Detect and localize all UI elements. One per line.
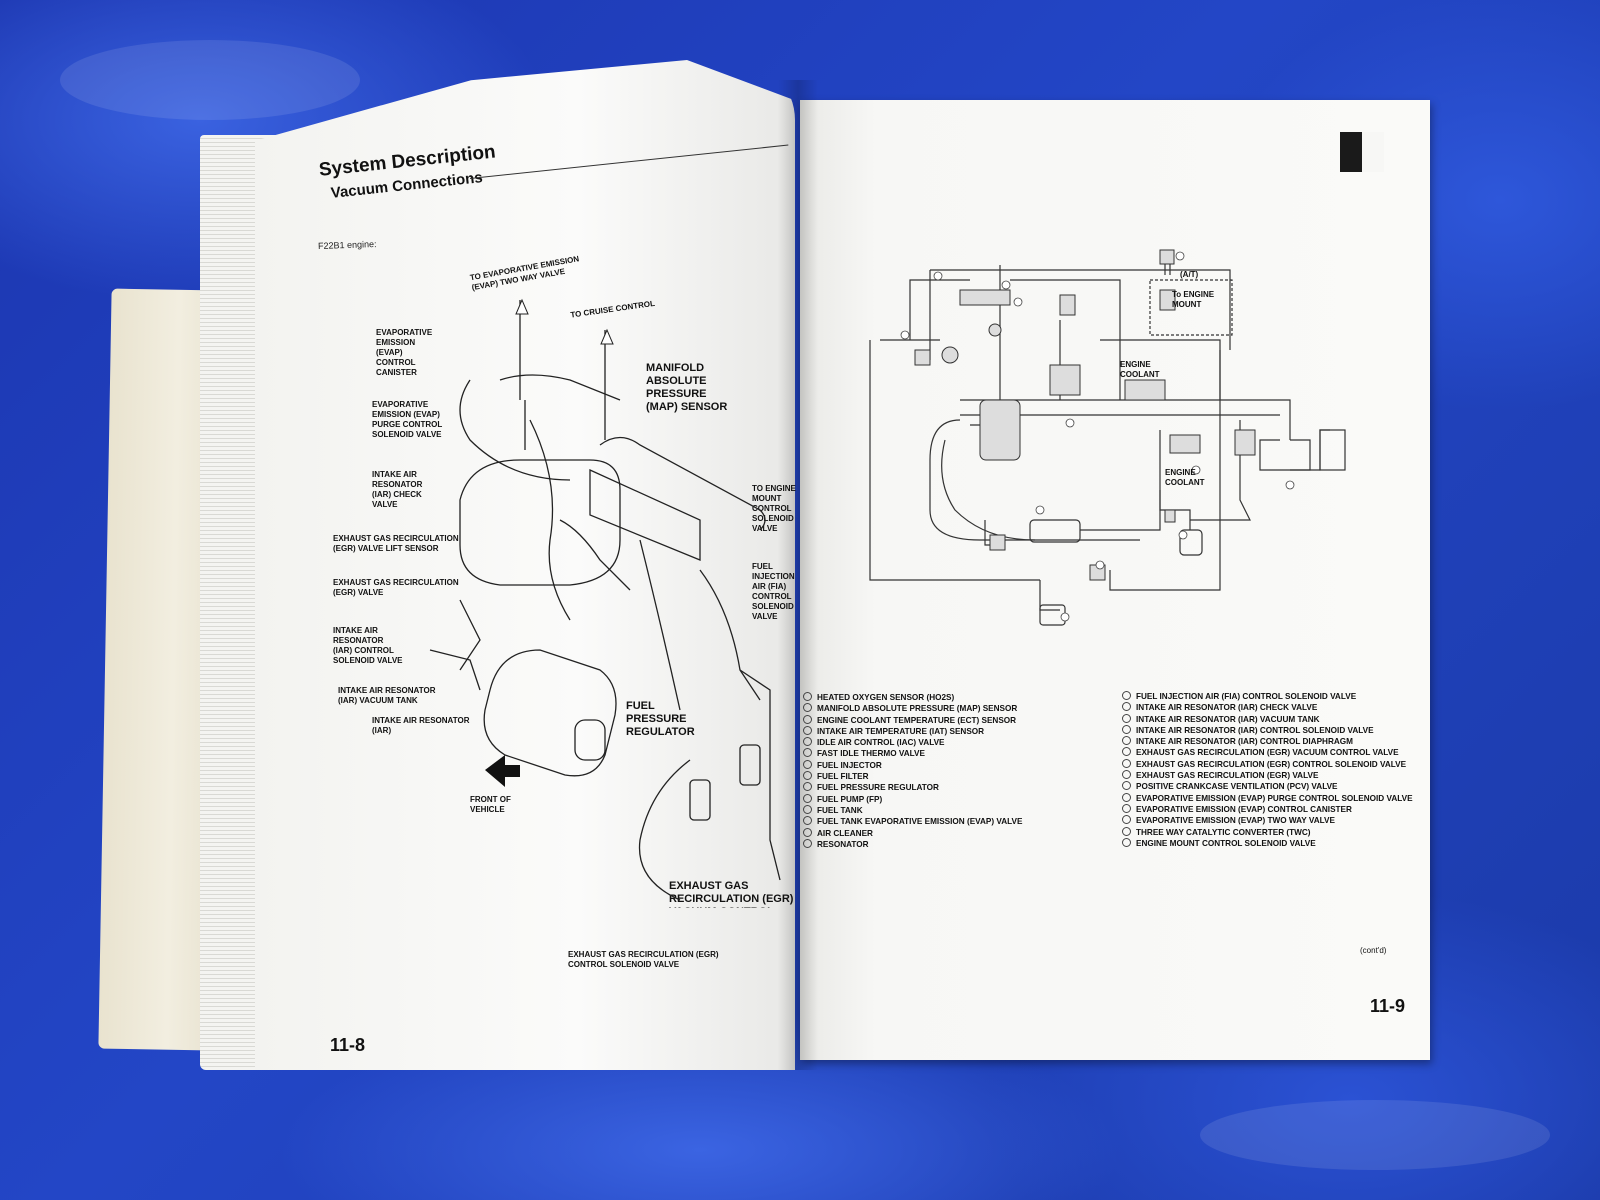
label-fia: FUEL INJECTION AIR (FIA) CONTROL SOLENOI…	[752, 562, 795, 621]
page-number-left: 11-8	[330, 1035, 366, 1055]
legend-item: ENGINE COOLANT TEMPERATURE (ECT) SENSOR	[803, 715, 1103, 726]
label-iar-tank: INTAKE AIR RESONATOR (IAR) VACUUM TANK	[338, 686, 436, 705]
legend-item: FUEL FILTER	[803, 771, 1103, 782]
diagram-label-engine-coolant-2: ENGINE COOLANT	[1165, 468, 1205, 487]
label-iar: INTAKE AIR RESONATOR (IAR)	[372, 716, 470, 735]
legend-item: INTAKE AIR RESONATOR (IAR) VACUUM TANK	[1122, 714, 1422, 725]
label-map-sensor: MANIFOLD ABSOLUTE PRESSURE (MAP) SENSOR	[646, 362, 728, 413]
legend-item: FUEL TANK	[803, 805, 1103, 816]
legend-item: IDLE AIR CONTROL (IAC) VALVE	[803, 737, 1103, 748]
legend-item: FUEL INJECTOR	[803, 760, 1103, 771]
diagram-label-engine-coolant-1: ENGINE COOLANT	[1120, 360, 1160, 379]
legend-item: AIR CLEANER	[803, 828, 1103, 839]
legend-item: EXHAUST GAS RECIRCULATION (EGR) VACUUM C…	[1122, 747, 1422, 758]
continued-note: (cont'd)	[1360, 946, 1387, 955]
legend-item: FUEL PRESSURE REGULATOR	[803, 782, 1103, 793]
legend-item: FUEL PUMP (FP)	[803, 794, 1103, 805]
legend-item: FUEL INJECTION AIR (FIA) CONTROL SOLENOI…	[1122, 691, 1422, 702]
legend-item: RESONATOR	[803, 839, 1103, 850]
tarp-fold	[1200, 1100, 1550, 1170]
diagram-label-engine-mount: To ENGINE MOUNT	[1172, 290, 1215, 309]
legend-item: EVAPORATIVE EMISSION (EVAP) PURGE CONTRO…	[1122, 793, 1422, 804]
legend-item: INTAKE AIR RESONATOR (IAR) CONTROL SOLEN…	[1122, 725, 1422, 736]
page-number-right: 11-9	[1370, 996, 1406, 1016]
book-gutter	[778, 80, 818, 1070]
legend-item: POSITIVE CRANKCASE VENTILATION (PCV) VAL…	[1122, 781, 1422, 792]
label-front-of-vehicle: FRONT OF VEHICLE	[470, 795, 511, 814]
legend-item: ENGINE MOUNT CONTROL SOLENOID VALVE	[1122, 838, 1422, 849]
front-arrow-icon	[485, 755, 520, 787]
legend-item: MANIFOLD ABSOLUTE PRESSURE (MAP) SENSOR	[803, 703, 1103, 714]
legend-item: EVAPORATIVE EMISSION (EVAP) CONTROL CANI…	[1122, 804, 1422, 815]
legend-item: EXHAUST GAS RECIRCULATION (EGR) CONTROL …	[1122, 759, 1422, 770]
label-egr-lift-sensor: EXHAUST GAS RECIRCULATION (EGR) VALVE LI…	[333, 534, 459, 553]
label-purge-solenoid: EVAPORATIVE EMISSION (EVAP) PURGE CONTRO…	[372, 400, 443, 439]
label-egr-solenoid: EXHAUST GAS RECIRCULATION (EGR) CONTROL …	[568, 950, 719, 969]
section-tab-notch	[1362, 132, 1384, 172]
legend-item: INTAKE AIR RESONATOR (IAR) CONTROL DIAPH…	[1122, 736, 1422, 747]
legend-item: HEATED OXYGEN SENSOR (HO2S)	[803, 692, 1103, 703]
label-iar-check: INTAKE AIR RESONATOR (IAR) CHECK VALVE	[372, 470, 423, 509]
legend-left-column: HEATED OXYGEN SENSOR (HO2S)MANIFOLD ABSO…	[803, 692, 1103, 850]
legend-item: FUEL TANK EVAPORATIVE EMISSION (EVAP) VA…	[803, 816, 1103, 827]
legend-item: EVAPORATIVE EMISSION (EVAP) TWO WAY VALV…	[1122, 815, 1422, 826]
label-canister: EVAPORATIVE EMISSION (EVAP) CONTROL CANI…	[376, 328, 433, 377]
legend-right-column: FUEL INJECTION AIR (FIA) CONTROL SOLENOI…	[1122, 691, 1422, 849]
label-egr-vacuum: EXHAUST GAS RECIRCULATION (EGR) VACUUM C…	[669, 880, 794, 908]
tarp-fold	[60, 40, 360, 120]
label-fuel-regulator: FUEL PRESSURE REGULATOR	[626, 700, 695, 738]
legend-item: INTAKE AIR RESONATOR (IAR) CHECK VALVE	[1122, 702, 1422, 713]
label-iar-solenoid: INTAKE AIR RESONATOR (IAR) CONTROL SOLEN…	[333, 626, 403, 665]
legend-item: FAST IDLE THERMO VALVE	[803, 748, 1103, 759]
legend-item: EXHAUST GAS RECIRCULATION (EGR) VALVE	[1122, 770, 1422, 781]
legend-item: INTAKE AIR TEMPERATURE (IAT) SENSOR	[803, 726, 1103, 737]
label-engine-mount: To ENGINE MOUNT CONTROL SOLENOID VALVE	[752, 484, 796, 533]
left-page	[255, 60, 795, 1070]
legend-item: THREE WAY CATALYTIC CONVERTER (TWC)	[1122, 827, 1422, 838]
label-egr-valve: EXHAUST GAS RECIRCULATION (EGR) VALVE	[333, 578, 459, 597]
diagram-label-at: (A/T)	[1180, 270, 1199, 279]
